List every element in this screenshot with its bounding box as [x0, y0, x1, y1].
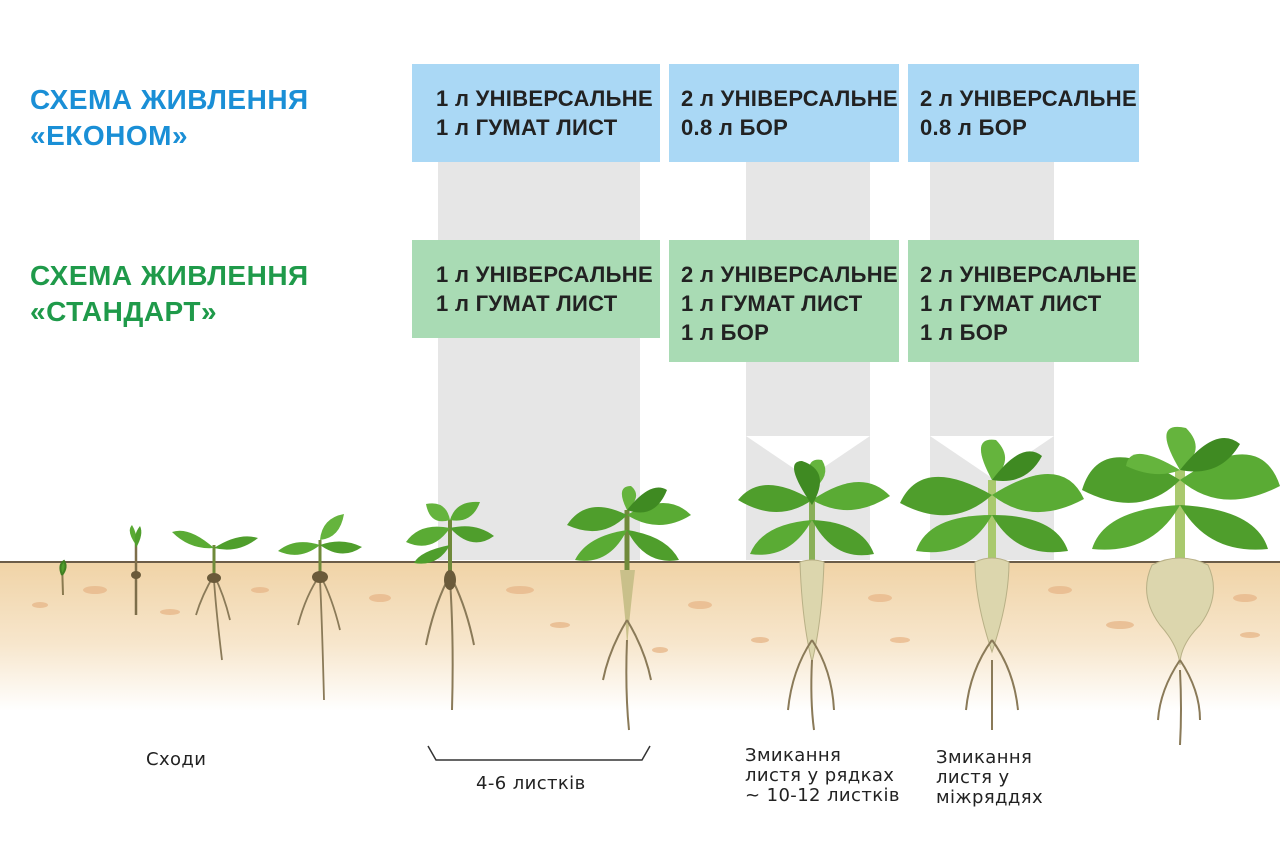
econom-box-3-line1: 2 л УНІВЕРСАЛЬНЕ: [920, 86, 1137, 111]
stage-emergence-line1: Сходи: [146, 749, 207, 770]
plant-stage-3: [172, 530, 258, 661]
standard-box-3-line2: 1 л ГУМАТ ЛИСТ: [920, 291, 1102, 316]
scheme-econom-line2: «ЕКОНОМ»: [30, 120, 189, 151]
scheme-standard-line1: СХЕМА ЖИВЛЕННЯ: [30, 260, 309, 291]
stage-row-closure-line1: Змикання: [745, 745, 842, 766]
econom-box-2: 2 л УНІВЕРСАЛЬНЕ 0.8 л БОР: [669, 64, 899, 162]
standard-box-2: 2 л УНІВЕРСАЛЬНЕ 1 л ГУМАТ ЛИСТ 1 л БОР: [669, 240, 899, 362]
standard-box-2-line3: 1 л БОР: [681, 320, 770, 345]
econom-box-1-line2: 1 л ГУМАТ ЛИСТ: [436, 115, 618, 140]
plant-stage-1: [59, 559, 67, 596]
scheme-econom-line1: СХЕМА ЖИВЛЕННЯ: [30, 84, 309, 115]
plant-stage-4: [278, 514, 362, 701]
soil: [0, 561, 1280, 711]
stage-row-closure-line3: ~ 10-12 листків: [745, 785, 900, 806]
scheme-standard-title: СХЕМА ЖИВЛЕННЯ «СТАНДАРТ»: [30, 258, 309, 330]
application-column-1: [438, 160, 640, 560]
standard-box-2-line2: 1 л ГУМАТ ЛИСТ: [681, 291, 863, 316]
plant-stage-6: [567, 486, 691, 731]
econom-box-2-line1: 2 л УНІВЕРСАЛЬНЕ: [681, 86, 898, 111]
standard-box-2-line1: 2 л УНІВЕРСАЛЬНЕ: [681, 262, 898, 287]
econom-box-2-line2: 0.8 л БОР: [681, 115, 789, 140]
plant-stage-7: [738, 459, 890, 731]
econom-box-1-line1: 1 л УНІВЕРСАЛЬНЕ: [436, 86, 653, 111]
leaves-bracket: [427, 745, 651, 761]
standard-box-1-line1: 1 л УНІВЕРСАЛЬНЕ: [436, 262, 653, 287]
stage-interrow-closure-line2: листя у: [936, 767, 1010, 788]
econom-box-3: 2 л УНІВЕРСАЛЬНЕ 0.8 л БОР: [908, 64, 1139, 162]
stage-interrow-closure-line1: Змикання: [936, 747, 1033, 768]
stage-emergence-label: Сходи: [146, 750, 206, 770]
plant-stage-8: [900, 439, 1084, 730]
plant-stage-5: [406, 501, 494, 711]
econom-box-3-line2: 0.8 л БОР: [920, 115, 1028, 140]
stage-interrow-closure-line3: міжряддях: [936, 787, 1044, 808]
standard-box-3: 2 л УНІВЕРСАЛЬНЕ 1 л ГУМАТ ЛИСТ 1 л БОР: [908, 240, 1139, 362]
stage-row-closure-line2: листя у рядках: [745, 765, 895, 786]
standard-box-1-line2: 1 л ГУМАТ ЛИСТ: [436, 291, 618, 316]
econom-box-1: 1 л УНІВЕРСАЛЬНЕ 1 л ГУМАТ ЛИСТ: [412, 64, 660, 162]
plant-stage-9: [1082, 426, 1280, 746]
soil-pebbles: [32, 586, 1260, 653]
stage-leaves-line1: 4-6 листків: [476, 773, 586, 794]
plant-stage-2: [129, 525, 142, 615]
scheme-econom-title: СХЕМА ЖИВЛЕННЯ «ЕКОНОМ»: [30, 82, 309, 154]
stage-leaves-label: 4-6 листків: [476, 774, 586, 794]
stage-row-closure-label: Змикання листя у рядках ~ 10-12 листків: [745, 746, 900, 806]
standard-box-3-line1: 2 л УНІВЕРСАЛЬНЕ: [920, 262, 1137, 287]
standard-box-3-line3: 1 л БОР: [920, 320, 1009, 345]
standard-box-1: 1 л УНІВЕРСАЛЬНЕ 1 л ГУМАТ ЛИСТ: [412, 240, 660, 338]
stage-interrow-closure-label: Змикання листя у міжряддях: [936, 748, 1043, 808]
scheme-standard-line2: «СТАНДАРТ»: [30, 296, 218, 327]
column-2-notch: [746, 436, 870, 478]
